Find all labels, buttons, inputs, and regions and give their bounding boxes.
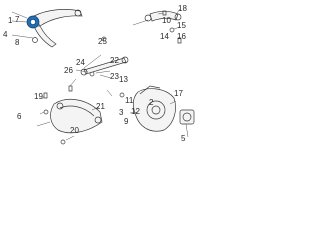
callout-4: 4 <box>3 30 8 39</box>
lower-control-arm-part <box>50 98 103 134</box>
callout-10: 10 <box>162 16 171 25</box>
callout-11: 11 <box>125 96 134 105</box>
callout-2: 2 <box>149 98 154 107</box>
parts-diagram: 1 2 3 4 5 6 7 8 9 10 11 12 13 14 15 16 1… <box>0 0 200 147</box>
callout-25: 25 <box>98 37 107 46</box>
callout-7: 7 <box>15 15 20 24</box>
callout-12: 12 <box>131 107 140 116</box>
small-hardware-parts <box>43 10 182 145</box>
callout-5: 5 <box>181 134 186 143</box>
callout-23: 23 <box>110 72 119 81</box>
callout-14: 14 <box>160 32 169 41</box>
callout-15: 15 <box>177 21 186 30</box>
bolt-part <box>32 37 38 43</box>
bushing-part-highlighted <box>26 15 40 29</box>
callout-3: 3 <box>119 108 124 117</box>
knuckle-hub-part <box>132 85 195 132</box>
callout-17: 17 <box>174 89 183 98</box>
diagram-artwork <box>11 8 195 145</box>
callout-18: 18 <box>178 4 187 13</box>
callout-1: 1 <box>8 16 13 25</box>
callout-19: 19 <box>34 92 43 101</box>
callout-20: 20 <box>70 126 79 135</box>
callout-26: 26 <box>64 66 73 75</box>
upper-link-part <box>144 11 182 22</box>
leader-lines <box>11 8 189 141</box>
callout-16: 16 <box>177 32 186 41</box>
callout-8: 8 <box>15 38 20 47</box>
callout-6: 6 <box>17 112 22 121</box>
callout-24: 24 <box>76 58 85 67</box>
callout-13: 13 <box>119 75 128 84</box>
callout-22: 22 <box>110 56 119 65</box>
lateral-link-part <box>80 56 129 76</box>
callout-9: 9 <box>124 117 129 126</box>
callout-21: 21 <box>96 102 105 111</box>
upper-arm-part <box>33 9 83 48</box>
